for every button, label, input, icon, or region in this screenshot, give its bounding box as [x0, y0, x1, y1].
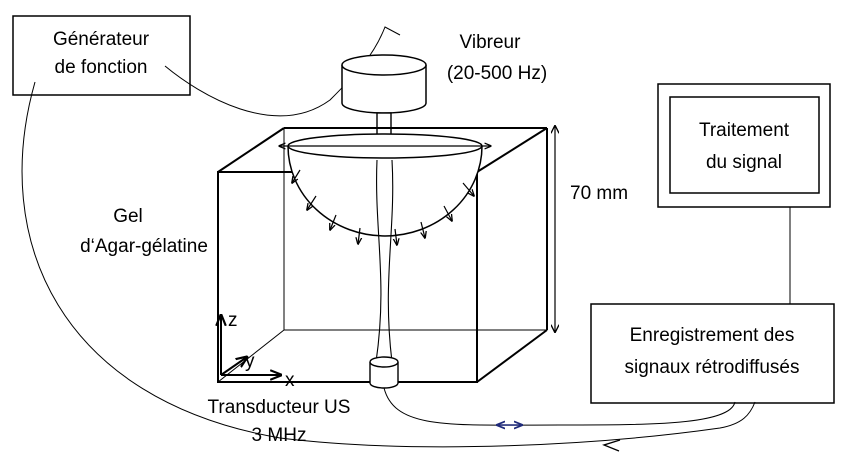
vibrator-label-1: Vibreur	[460, 32, 522, 53]
recording-cable-arrowhead	[602, 439, 621, 452]
transducer-recording-cable	[383, 387, 736, 426]
radiation-arrows	[292, 169, 474, 245]
generator-vibrator-cable	[164, 26, 401, 117]
gel-label-1: Gel	[113, 206, 143, 227]
recording-box	[590, 303, 835, 404]
signal-processing-inner-box	[669, 96, 820, 194]
signal-processing-outer-box	[657, 83, 831, 208]
vibrator-label-2: (20-500 Hz)	[447, 63, 547, 84]
recording-label-1: Enregistrement des	[630, 325, 795, 346]
transducer-label-2: 3 MHz	[252, 425, 307, 446]
signal-processing-label-1: Traitement	[699, 120, 790, 141]
transducer	[369, 356, 399, 389]
axis-y-label: y	[245, 351, 255, 372]
hemisphere-radiator	[287, 133, 483, 237]
gel-label-2: d‘Agar-gélatine	[80, 236, 208, 257]
axis-x-label: x	[285, 370, 295, 391]
recording-label-2: signaux rétrodiffusés	[625, 357, 800, 378]
function-generator-label-2: de fonction	[55, 57, 148, 78]
vibrator	[341, 54, 427, 147]
ultrasound-beam	[375, 159, 394, 363]
height-dimension-label: 70 mm	[570, 183, 628, 204]
function-generator-box	[12, 15, 191, 96]
transducer-label-1: Transducteur US	[208, 397, 351, 418]
axis-z-label: z	[228, 310, 238, 331]
generator-recording-cable	[21, 81, 756, 448]
function-generator-label-1: Générateur	[53, 29, 150, 50]
signal-processing-label-2: du signal	[706, 152, 782, 173]
coordinate-axes	[221, 315, 281, 375]
